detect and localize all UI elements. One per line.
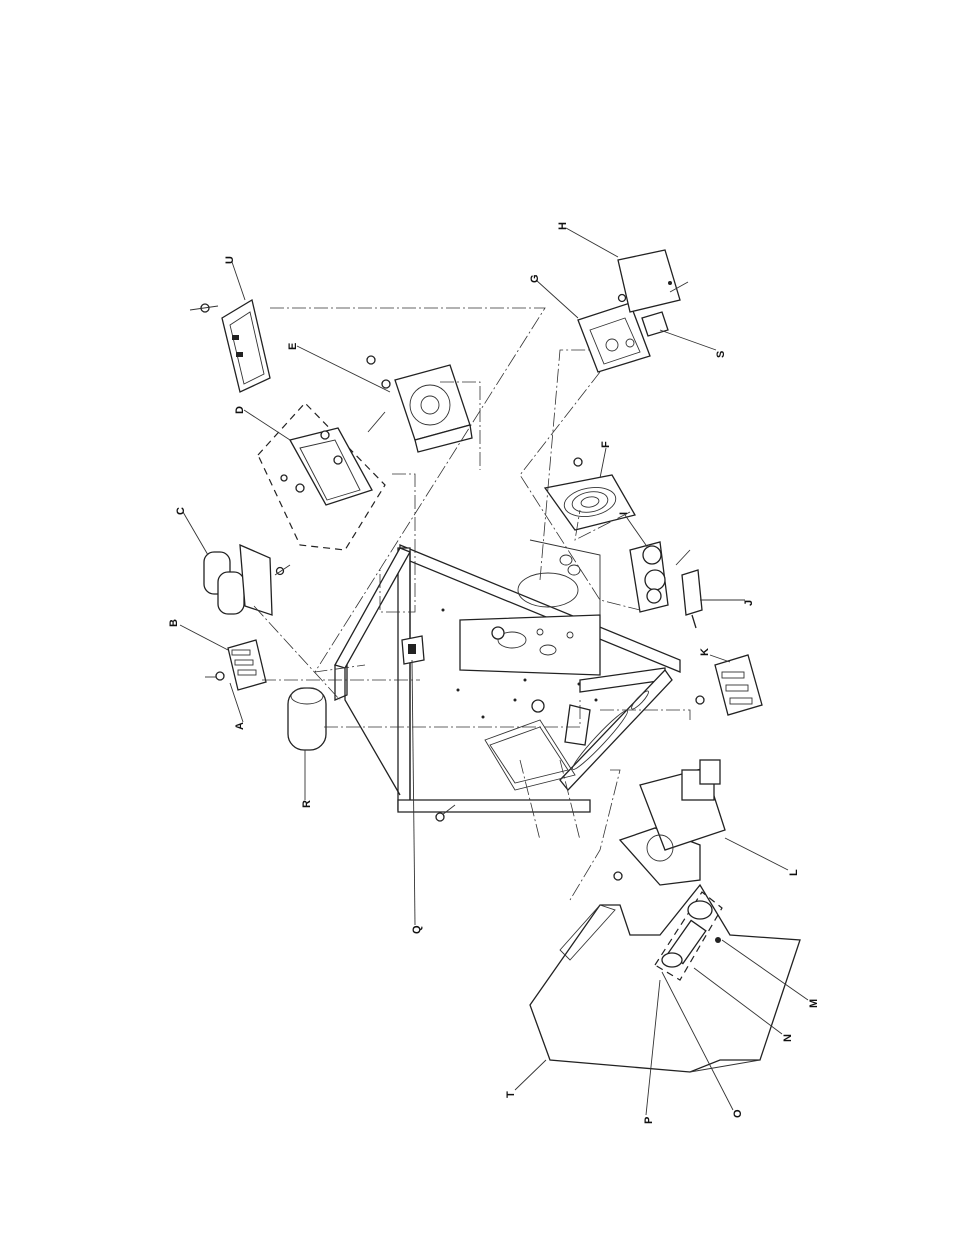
label-l: L [788,869,800,876]
part-f-speaker-panel [545,458,635,530]
label-b: B [168,619,180,627]
label-c: C [175,507,187,515]
label-h: H [557,222,569,230]
part-c-relay [204,545,290,615]
part-q-bracket [402,636,424,664]
part-h-cover-plate [618,250,688,312]
label-r: R [301,800,313,808]
label-e: E [287,343,299,350]
part-u-bracket [190,300,270,392]
label-f: F [600,441,612,448]
label-a: A [234,722,246,730]
label-g: G [529,274,541,283]
label-j: J [743,600,755,606]
part-j-plug [682,570,702,628]
part-e-fan [367,356,472,452]
label-t: T [505,1091,517,1098]
part-l-motor [614,760,725,885]
label-i: I [618,512,630,515]
part-g-junction-box [578,303,650,372]
label-m: M [808,999,820,1008]
part-i-connectors [630,542,690,612]
part-b-terminal-strip [205,640,266,690]
label-q: Q [411,925,423,934]
label-k: K [699,648,711,656]
part-r-capacitor [288,688,326,750]
part-d-transformer [258,403,385,550]
label-s: S [715,351,727,358]
label-n: N [782,1034,794,1042]
label-o: O [732,1109,744,1118]
label-u: U [224,256,236,264]
chassis-frame [335,540,680,812]
part-k-terminal-strip [696,655,762,715]
label-p: P [643,1117,655,1124]
label-d: D [234,406,246,414]
